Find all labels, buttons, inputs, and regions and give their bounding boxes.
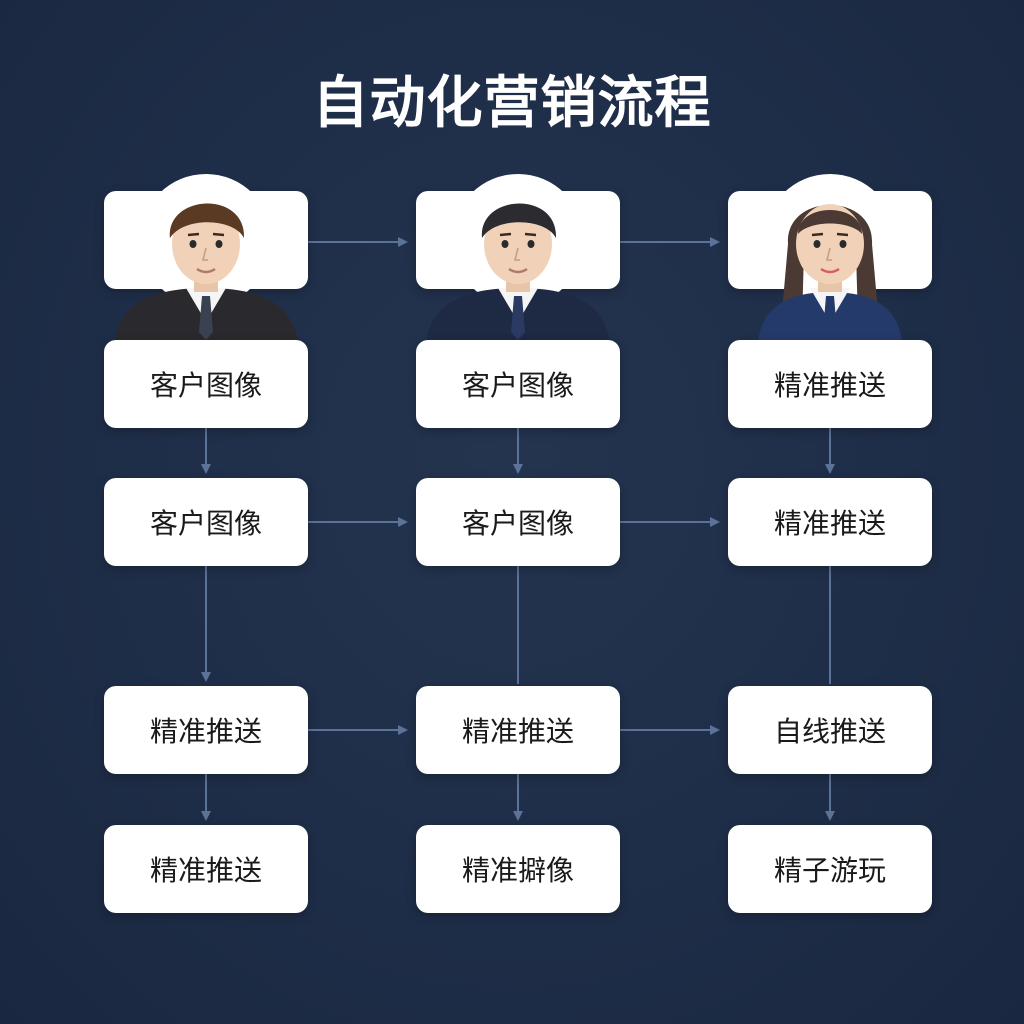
- flow-node[interactable]: 自线推送: [728, 686, 932, 774]
- flow-node[interactable]: 客户图像: [104, 478, 308, 566]
- woman-avatar-icon: [730, 172, 930, 342]
- flow-node[interactable]: 精准推送: [104, 686, 308, 774]
- flow-node[interactable]: 客户图像: [416, 478, 620, 566]
- flow-node[interactable]: 精准推送: [104, 825, 308, 913]
- page-title: 自动化营销流程: [312, 71, 712, 136]
- flow-node[interactable]: 客户图像: [416, 340, 620, 428]
- flow-node[interactable]: 精子游玩: [728, 825, 932, 913]
- flow-node[interactable]: 精准推送: [728, 340, 932, 428]
- flow-node[interactable]: 精准擗像: [416, 825, 620, 913]
- flow-node[interactable]: 精准推送: [728, 478, 932, 566]
- flow-node[interactable]: 客户图像: [104, 340, 308, 428]
- flow-node[interactable]: 精准推送: [416, 686, 620, 774]
- man-avatar-icon: [418, 172, 618, 342]
- man-avatar-icon: [106, 172, 306, 342]
